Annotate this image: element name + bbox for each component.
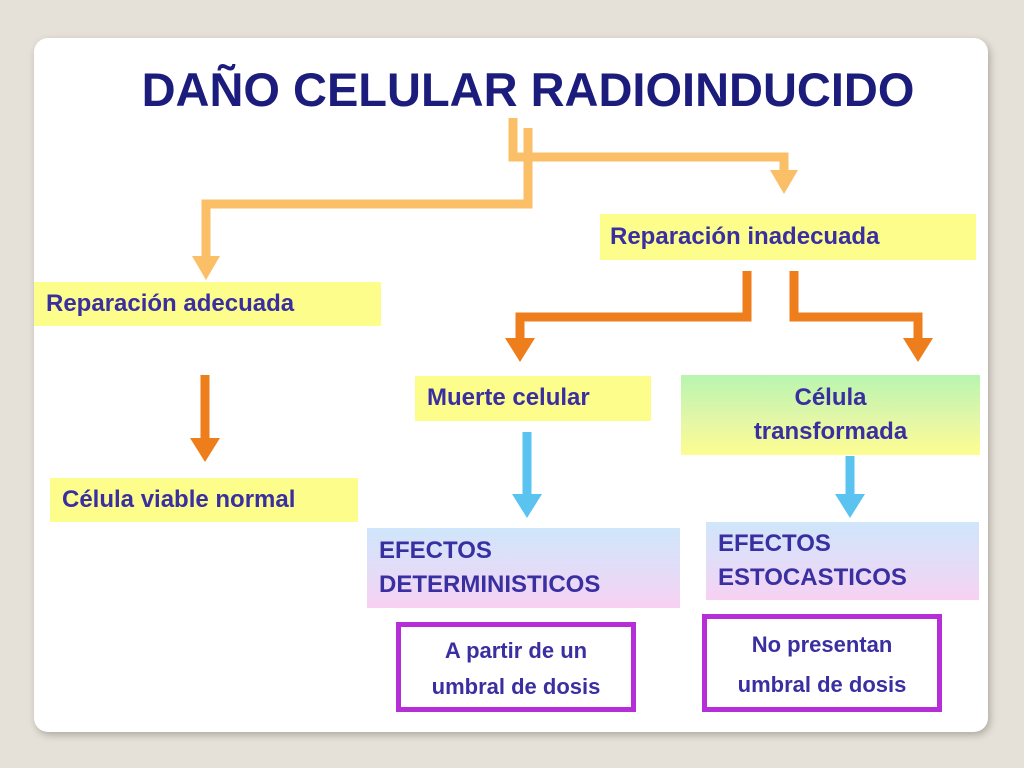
node-efectos-estocasticos: EFECTOS ESTOCASTICOS [706, 522, 979, 600]
node-efectos-deterministicos: EFECTOS DETERMINISTICOS [367, 528, 680, 608]
node-efectos-estocasticos-line2: ESTOCASTICOS [718, 564, 907, 591]
arrowhead-inadecuada [770, 170, 798, 194]
node-efectos-deterministicos-line2: DETERMINISTICOS [379, 571, 601, 598]
arrow-inadecuada-to-muerte [515, 271, 752, 340]
node-reparacion-inadecuada: Reparación inadecuada [600, 214, 976, 260]
arrowhead-estocasticos [835, 494, 865, 518]
note-umbral-dosis: A partir de un umbral de dosis [396, 622, 636, 712]
node-reparacion-inadecuada-label: Reparación inadecuada [610, 223, 880, 250]
arrowhead-deterministicos [512, 494, 542, 518]
node-celula-viable-label: Célula viable normal [62, 486, 296, 513]
diagram-title: DAÑO CELULAR RADIOINDUCIDO [141, 63, 915, 116]
node-muerte-celular-label: Muerte celular [427, 384, 590, 411]
arrowhead-transformada [903, 338, 933, 362]
arrowhead-adecuada [192, 256, 220, 280]
note-sin-umbral-line1: No presentan [751, 632, 893, 657]
node-celula-transformada-line1: Célula [794, 384, 867, 411]
node-reparacion-adecuada: Reparación adecuada [34, 282, 381, 326]
node-muerte-celular: Muerte celular [415, 376, 651, 421]
node-celula-viable: Célula viable normal [50, 478, 358, 522]
node-celula-transformada-line2: transformada [753, 418, 908, 445]
note-sin-umbral: No presentan umbral de dosis [702, 614, 942, 712]
note-umbral-dosis-line1: A partir de un [444, 638, 588, 663]
node-reparacion-adecuada-label: Reparación adecuada [46, 290, 295, 317]
node-efectos-estocasticos-line1: EFECTOS [718, 530, 831, 557]
arrow-title-to-inadecuada [508, 118, 789, 172]
arrowhead-muerte [505, 338, 535, 362]
node-efectos-deterministicos-line1: EFECTOS [379, 537, 492, 564]
arrowhead-viable [190, 438, 220, 462]
arrow-title-to-adecuada [201, 128, 533, 258]
node-celula-transformada: Célula transformada [681, 375, 980, 455]
note-sin-umbral-line2: umbral de dosis [737, 672, 907, 697]
note-umbral-dosis-line2: umbral de dosis [431, 674, 601, 699]
arrow-inadecuada-to-transformada [789, 271, 923, 340]
